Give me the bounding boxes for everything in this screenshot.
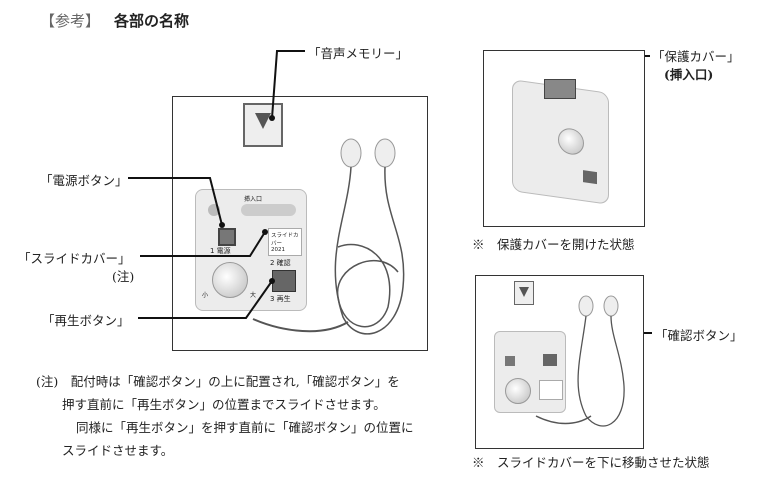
power-button bbox=[505, 356, 515, 366]
section-title: 【参考】各部の名称 bbox=[40, 10, 189, 31]
power-button[interactable] bbox=[218, 228, 236, 246]
memory-card-illustration bbox=[514, 281, 534, 305]
device-body bbox=[494, 331, 566, 413]
volume-knob bbox=[505, 378, 531, 404]
power-button-label: 1 電源 bbox=[210, 247, 231, 255]
volume-small-label: 小 bbox=[202, 292, 209, 299]
down-arrow-icon bbox=[519, 287, 529, 297]
note-block: (注) 配付時は「確認ボタン」の上に配置され,「確認ボタン」を 押す直前に「再生… bbox=[36, 370, 414, 462]
device-photo-cover-open bbox=[483, 50, 645, 227]
play-button bbox=[583, 170, 597, 185]
play-button-label: 3 再生 bbox=[270, 295, 291, 303]
earphones-illustration bbox=[535, 295, 625, 427]
label-slide-cover-note: (注) bbox=[112, 269, 135, 284]
volume-large-label: 大 bbox=[250, 292, 257, 299]
label-confirm-button: 「確認ボタン」 bbox=[655, 328, 743, 343]
slide-cover-text: スライドカバー bbox=[271, 233, 299, 247]
label-protect-cover: 「保護カバー」 bbox=[652, 49, 740, 64]
label-voice-memory: 「音声メモリー」 bbox=[308, 46, 409, 61]
confirm-button-label: 2 確認 bbox=[270, 259, 291, 267]
label-power-button: 「電源ボタン」 bbox=[40, 173, 128, 188]
note-line-4: スライドさせます。 bbox=[62, 443, 174, 458]
label-slide-cover: 「スライドカバー」 bbox=[18, 251, 131, 266]
confirm-button bbox=[543, 354, 557, 366]
protective-cover bbox=[544, 79, 576, 99]
caption-slide-down: ※ スライドカバーを下に移動させた状態 bbox=[472, 455, 710, 470]
note-line-3: 同様に「再生ボタン」を押す直前に「確認ボタン」の位置に bbox=[76, 420, 414, 435]
caption-cover-open: ※ 保護カバーを開けた状態 bbox=[472, 237, 635, 252]
memory-card-illustration bbox=[243, 103, 283, 147]
slide-cover bbox=[539, 380, 563, 400]
earphones-illustration bbox=[252, 138, 405, 335]
label-play-button: 「再生ボタン」 bbox=[42, 313, 130, 328]
note-line-2: 押す直前に「再生ボタン」の位置までスライドさせます。 bbox=[62, 397, 386, 412]
device-photo-slide-down bbox=[475, 275, 644, 449]
note-line-1: (注) 配付時は「確認ボタン」の上に配置され,「確認ボタン」を bbox=[36, 374, 400, 389]
volume-knob[interactable] bbox=[212, 262, 248, 298]
title-heading: 各部の名称 bbox=[114, 12, 190, 30]
insert-label: 挿入口 bbox=[244, 196, 263, 203]
down-arrow-icon bbox=[255, 113, 271, 129]
slide-cover-year: 2021 bbox=[271, 247, 285, 253]
status-lamp bbox=[241, 204, 296, 216]
volume-knob bbox=[558, 126, 584, 157]
title-bracket: 【参考】 bbox=[40, 12, 101, 30]
label-insert-slot: (挿入口) bbox=[664, 67, 714, 82]
